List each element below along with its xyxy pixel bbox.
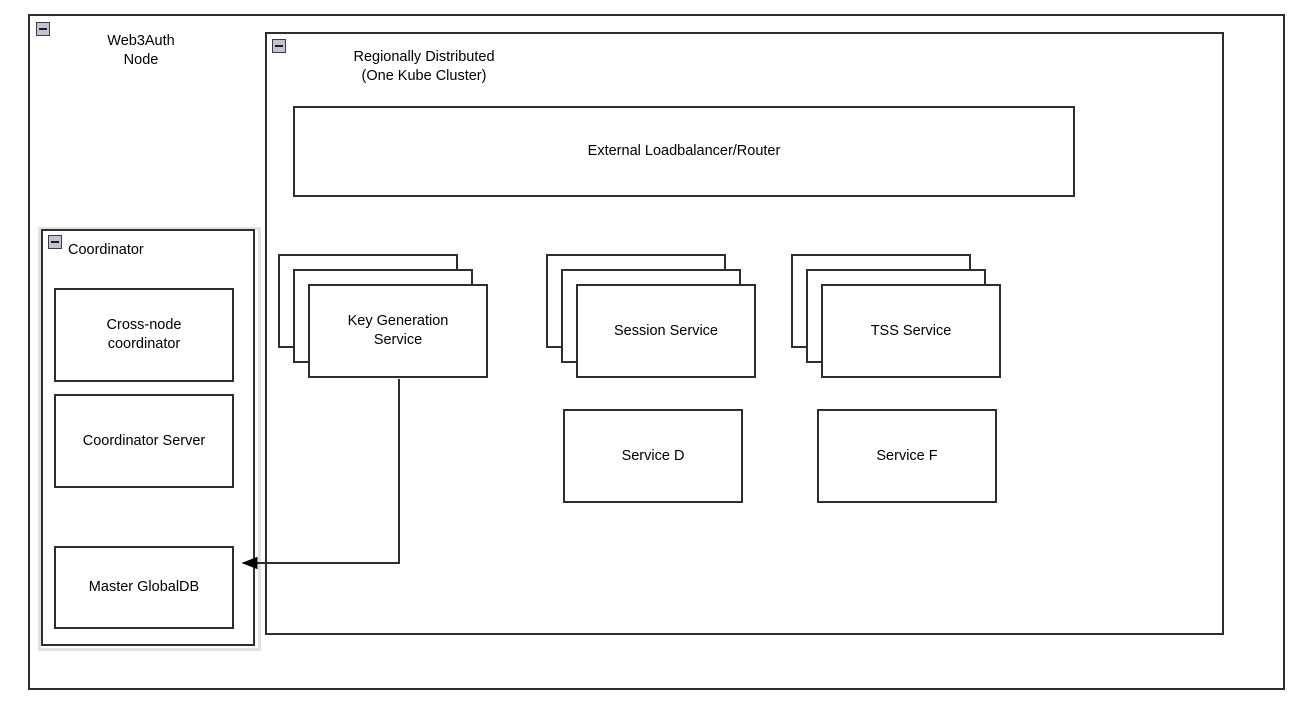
stack-layer-front[interactable]: Key Generation Service xyxy=(308,284,488,378)
stack-tss-service[interactable]: TSS Service xyxy=(791,254,1003,380)
panel-title-web3auth-node: Web3Auth Node xyxy=(107,33,175,68)
stack-layer-front[interactable]: Session Service xyxy=(576,284,756,378)
box-coordinator-server[interactable]: Coordinator Server xyxy=(54,394,234,488)
box-master-globaldb[interactable]: Master GlobalDB xyxy=(54,546,234,629)
panel-title-kube-cluster: Regionally Distributed (One Kube Cluster… xyxy=(353,49,495,84)
stack-key-generation-service[interactable]: Key Generation Service xyxy=(278,254,490,380)
box-cross-node-coordinator[interactable]: Cross-node coordinator xyxy=(54,288,234,382)
stack-layer-front[interactable]: TSS Service xyxy=(821,284,1001,378)
stack-session-service[interactable]: Session Service xyxy=(546,254,758,380)
panel-title-coordinator: Coordinator xyxy=(68,242,144,258)
box-external-loadbalancer-router[interactable]: External Loadbalancer/Router xyxy=(293,106,1075,197)
box-service-d[interactable]: Service D xyxy=(563,409,743,503)
collapse-minus-icon-coordinator[interactable] xyxy=(48,235,62,249)
collapse-minus-icon-kube-cluster[interactable] xyxy=(272,39,286,53)
box-service-f[interactable]: Service F xyxy=(817,409,997,503)
collapse-minus-icon-web3auth-node[interactable] xyxy=(36,22,50,36)
